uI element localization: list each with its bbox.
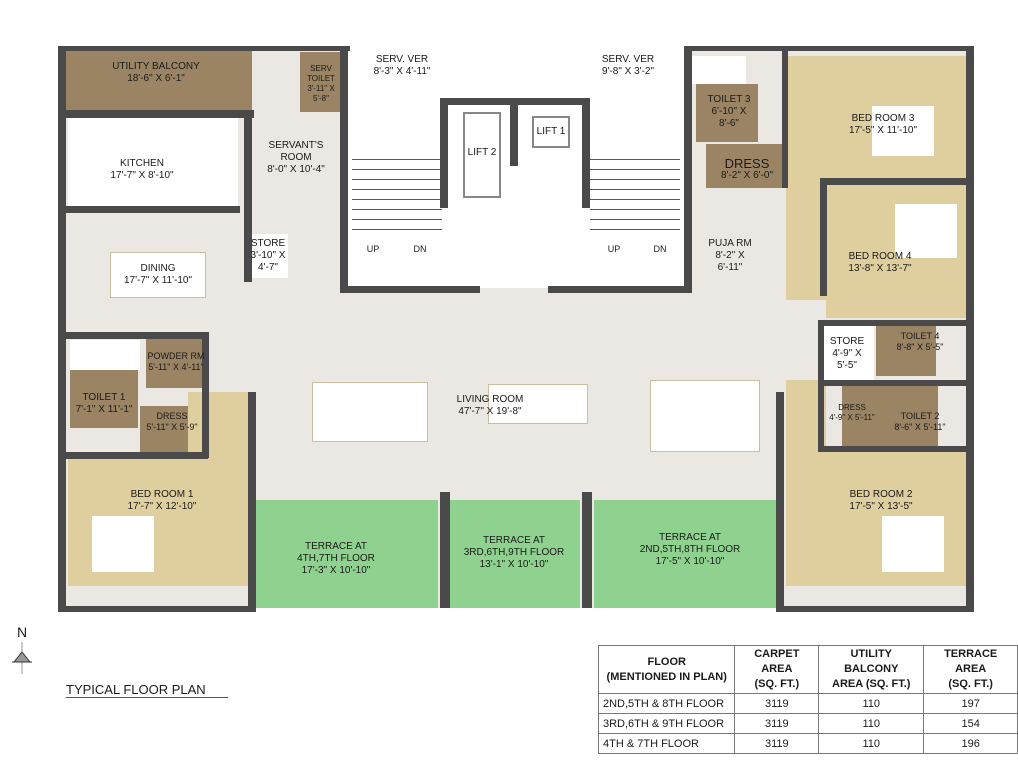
terrace-3rd-6th-9th-label: TERRACE AT 3RD,6TH,9TH FLOOR 13'-1" X 10… [463, 535, 565, 570]
toilet-1-bath [70, 340, 140, 370]
toilet-3 [696, 84, 758, 142]
dress-2 [842, 386, 878, 446]
serv-ver-left-label: SERV. VER 8'-3" X 4'-11" [373, 54, 431, 77]
north-arrow: N [12, 624, 42, 674]
toilet-3-bath [690, 56, 746, 84]
lift-1-label: LIFT 1 [536, 126, 566, 137]
bed-room-1-corridor [188, 392, 248, 462]
plan-title: TYPICAL FLOOR PLAN [66, 682, 228, 698]
terrace-4th-7th-label: TERRACE AT 4TH,7TH FLOOR 17'-3" X 10'-10… [297, 541, 375, 576]
toilet-4 [876, 320, 936, 376]
bed-2 [882, 516, 944, 572]
bed-3 [872, 106, 934, 156]
powder-room [146, 338, 206, 388]
bed-4 [895, 204, 957, 258]
dress-3-label: DRESS 8'-2" X 6'-0" [720, 156, 774, 181]
header-terrace-area: TERRACE AREA(SQ. FT.) [923, 645, 1018, 694]
compass-icon [12, 642, 32, 674]
kitchen [68, 118, 238, 210]
servants-room [244, 112, 340, 212]
toilet-4-label: TOILET 4 8'-8" X 5'-5" [896, 331, 944, 352]
bed-room-3-label: BED ROOM 3 17'-5" X 11'-10" [849, 113, 917, 136]
bed-room-1-label: BED ROOM 1 17'-7" X 12'-10" [127, 489, 197, 512]
serv-toilet-label: SERV TOILET 3'-11" X 5'-8" [307, 64, 335, 103]
servants-room-label: SERVANT'S ROOM 8'-0" X 10'-4" [267, 140, 325, 175]
kitchen-label: KITCHEN 17'-7" X 8'-10" [110, 158, 174, 181]
bed-1 [92, 516, 154, 572]
table-row: 2ND,5TH & 8TH FLOOR 3119 110 197 [597, 693, 1018, 714]
dining-table [110, 252, 206, 298]
lift-1 [532, 116, 570, 148]
dining-label: DINING 17'-7" X 11'-10" [124, 263, 192, 286]
dress-1-label: DRESS 5'-11" X 5'-9" [146, 411, 198, 432]
stair-right [590, 150, 680, 235]
header-floor: FLOOR(MENTIONED IN PLAN) [597, 645, 736, 694]
dress-1 [140, 406, 188, 456]
toilet-1 [70, 370, 138, 428]
terrace-4th-7th [256, 500, 438, 608]
outer-wall-top-left [58, 46, 350, 51]
store-left [250, 234, 288, 278]
bar-counter [488, 384, 588, 424]
table-row: 4TH & 7TH FLOOR 3119 110 196 [597, 733, 1018, 754]
bed-room-4-label: BED ROOM 4 13'-8" X 13'-7" [848, 251, 912, 274]
dress-3 [706, 144, 788, 188]
toilet-2 [878, 386, 938, 446]
powder-room-label: POWDER RM 5'-11" X 4'-11" [147, 351, 205, 372]
stair-left-up: UP [366, 244, 380, 254]
terrace-2nd-5th-8th-label: TERRACE AT 2ND,5TH,8TH FLOOR 17'-5" X 10… [639, 532, 741, 567]
table-header-row: FLOOR(MENTIONED IN PLAN) CARPET AREA(SQ.… [597, 645, 1018, 694]
serv-ver-right-label: SERV. VER 9'-8" X 3'-2" [601, 54, 655, 77]
lift-2 [463, 112, 501, 198]
living-room-label: LIVING ROOM 47'-7" X 19'-8" [456, 394, 524, 417]
serv-toilet [300, 52, 342, 112]
store-right-label: STORE 4'-9" X 5'-5" [829, 336, 865, 371]
store-right [822, 324, 874, 380]
stair-right-down: DN [653, 244, 667, 254]
north-label: N [17, 624, 28, 640]
bed-room-3-corridor [786, 180, 826, 300]
outer-wall-bottom-right [776, 606, 974, 612]
puja-room-label: PUJA RM 8'-2" X 6'-11" [708, 238, 752, 273]
stair-left [352, 150, 442, 235]
outer-wall-bottom-left [58, 606, 256, 612]
outer-wall-left [58, 46, 66, 612]
sofa-set-left [312, 382, 428, 442]
dress-2-label: DRESS 4'-9" X 5'-11" [829, 403, 875, 422]
puja-room [694, 230, 774, 286]
terrace-2nd-5th-8th [594, 500, 776, 608]
outer-wall-top-right [684, 46, 974, 51]
header-carpet-area: CARPET AREA(SQ. FT.) [734, 645, 820, 694]
outer-wall-right [966, 46, 974, 612]
area-table: FLOOR(MENTIONED IN PLAN) CARPET AREA(SQ.… [597, 645, 1018, 754]
stair-right-up: UP [607, 244, 621, 254]
utility-balcony [64, 50, 252, 110]
toilet-1-label: TOILET 1 7'-1" X 11'-1" [75, 392, 133, 415]
sofa-set-right [650, 380, 760, 452]
toilet-2-label: TOILET 2 8'-6" X 5'-11" [894, 411, 946, 432]
table-row: 3RD,6TH & 9TH FLOOR 3119 110 154 [597, 713, 1018, 734]
bed-room-2-label: BED ROOM 2 17'-5" X 13'-5" [849, 489, 913, 512]
stair-left-down: DN [413, 244, 427, 254]
utility-balcony-label: UTILITY BALCONY 18'-6" X 6'-1" [112, 61, 200, 84]
terrace-3rd-6th-9th [450, 500, 580, 608]
lift-2-label: LIFT 2 [467, 147, 497, 158]
store-left-label: STORE 3'-10" X 4'-7" [250, 238, 286, 273]
toilet-3-label: TOILET 3 6'-10" X 8'-6" [707, 94, 751, 129]
